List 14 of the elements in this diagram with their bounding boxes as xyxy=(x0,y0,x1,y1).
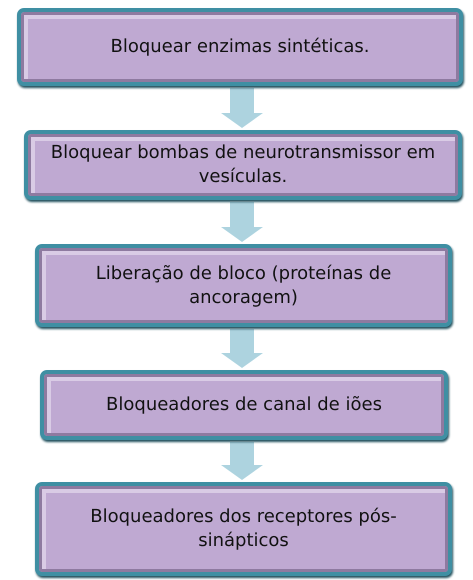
process-box xyxy=(40,370,448,440)
block-arrow xyxy=(221,88,263,128)
step-text: Bloquear bombas de neurotransmissor em vesículas. xyxy=(50,141,436,189)
step-text: Liberação de bloco (proteínas de ancoragem) xyxy=(94,262,392,310)
process-box xyxy=(24,130,462,200)
step-text: Bloquear enzimas sintéticas. xyxy=(110,35,370,59)
block-arrow xyxy=(221,442,263,480)
process-box xyxy=(17,8,463,86)
block-arrow xyxy=(221,329,263,368)
process-box xyxy=(35,482,452,576)
process-box xyxy=(35,244,452,327)
step-text: Bloqueadores dos receptores pós-sinápticos xyxy=(89,505,398,553)
block-arrow xyxy=(221,202,263,242)
step-text: Bloqueadores de canal de iões xyxy=(106,393,382,417)
